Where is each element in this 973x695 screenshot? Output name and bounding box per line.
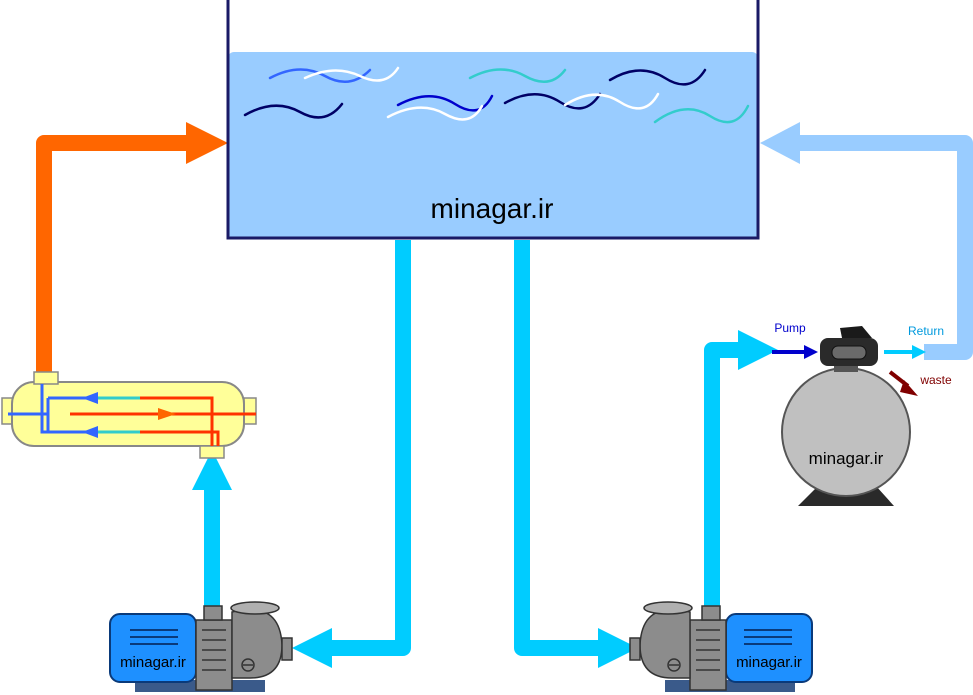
return-inlet-arrow: [760, 122, 800, 164]
left-motor-fins: [130, 629, 178, 645]
heat-exchanger: [1, 371, 257, 459]
exchanger-inlet-arrow: [192, 450, 232, 490]
left-pump-drain-icon: [241, 658, 255, 672]
left-pump-inlet-arrow: [292, 628, 332, 668]
right-discharge-pipe: [704, 330, 778, 608]
return-flow-label: Return: [908, 324, 944, 338]
water-waves: [243, 66, 750, 124]
filter-inlet-arrow: [738, 330, 778, 370]
pump-flow-label: Pump: [774, 321, 806, 335]
waste-flow-label: waste: [919, 373, 952, 387]
right-pump-drain-icon: [667, 658, 681, 672]
hot-water-pipe: [36, 122, 228, 372]
right-motor-fins: [744, 629, 792, 645]
filter-label: minagar.ir: [809, 449, 884, 468]
water-tank: minagar.ir: [226, 0, 760, 240]
left-pump-label: minagar.ir: [120, 654, 186, 671]
tank-label: minagar.ir: [431, 193, 554, 224]
left-discharge-pipe: [192, 450, 232, 608]
left-suction-pipe: [292, 240, 411, 668]
right-pump: minagar.ir: [629, 601, 813, 692]
right-pump-inlet-arrow: [598, 628, 638, 668]
hot-water-inlet-arrow: [186, 122, 228, 164]
sand-filter: minagar.ir Pump Return waste: [772, 321, 952, 506]
right-pump-label: minagar.ir: [736, 654, 802, 671]
valve-handle-icon: [840, 326, 872, 338]
left-pump: minagar.ir: [109, 601, 293, 692]
right-suction-pipe: [514, 240, 638, 668]
multiport-valve: [820, 326, 878, 366]
filter-tank: [781, 367, 911, 497]
return-pipe: [760, 122, 973, 360]
